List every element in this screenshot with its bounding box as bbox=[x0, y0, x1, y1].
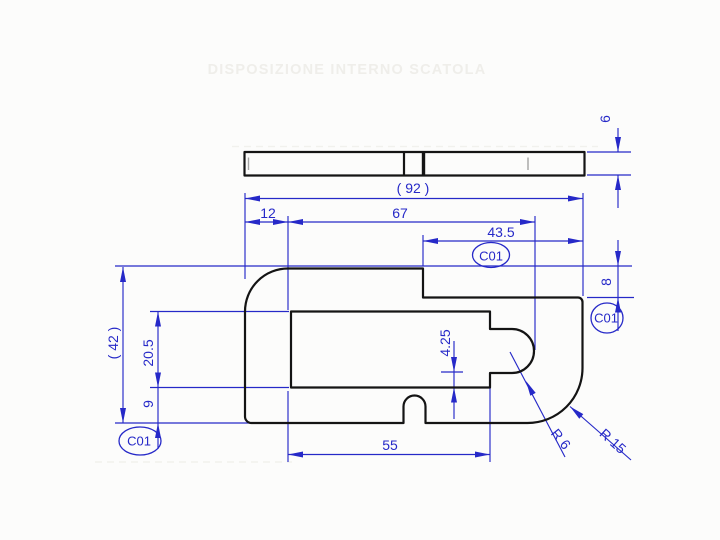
part-outline bbox=[243, 150, 586, 425]
dim-tip-offset-label: 4.25 bbox=[437, 329, 453, 357]
dim-top-step-width-label: 43.5 bbox=[487, 224, 515, 240]
side-view-body bbox=[243, 150, 586, 177]
dim-step-height-label: 8 bbox=[598, 278, 614, 286]
watermark-text: DISPOSIZIONE INTERNO SCATOLA bbox=[207, 62, 487, 78]
dim-overall-height-label: ( 42 ) bbox=[105, 326, 121, 360]
balloon-circle-right bbox=[590, 302, 624, 334]
balloon-circles bbox=[118, 241, 624, 456]
dim-thickness-label: 6 bbox=[597, 115, 613, 123]
scan-artifact-lines bbox=[95, 145, 598, 463]
balloon-circle-left bbox=[118, 426, 162, 456]
balloon-c01-top-label: C01 bbox=[479, 248, 503, 264]
dim-slot-depth-label: 67 bbox=[392, 205, 408, 221]
dim-overall-width-label: ( 92 ) bbox=[396, 180, 430, 196]
dimension-arrowheads bbox=[120, 137, 621, 458]
balloon-circle-top bbox=[471, 241, 511, 269]
balloon-c01-right-label: C01 bbox=[594, 310, 618, 326]
dimension-lines bbox=[115, 128, 634, 462]
dim-bottom-margin-label: 9 bbox=[140, 400, 156, 408]
section-ticks bbox=[247, 157, 529, 170]
main-outline bbox=[243, 267, 584, 425]
dim-slot-height-label: 20.5 bbox=[140, 339, 156, 367]
balloon-c01-left-label: C01 bbox=[127, 433, 151, 449]
dim-corner-offset-label: 12 bbox=[260, 205, 276, 221]
dim-slot-bottom-width-label: 55 bbox=[382, 437, 398, 453]
inner-slot-outline bbox=[289, 310, 536, 389]
